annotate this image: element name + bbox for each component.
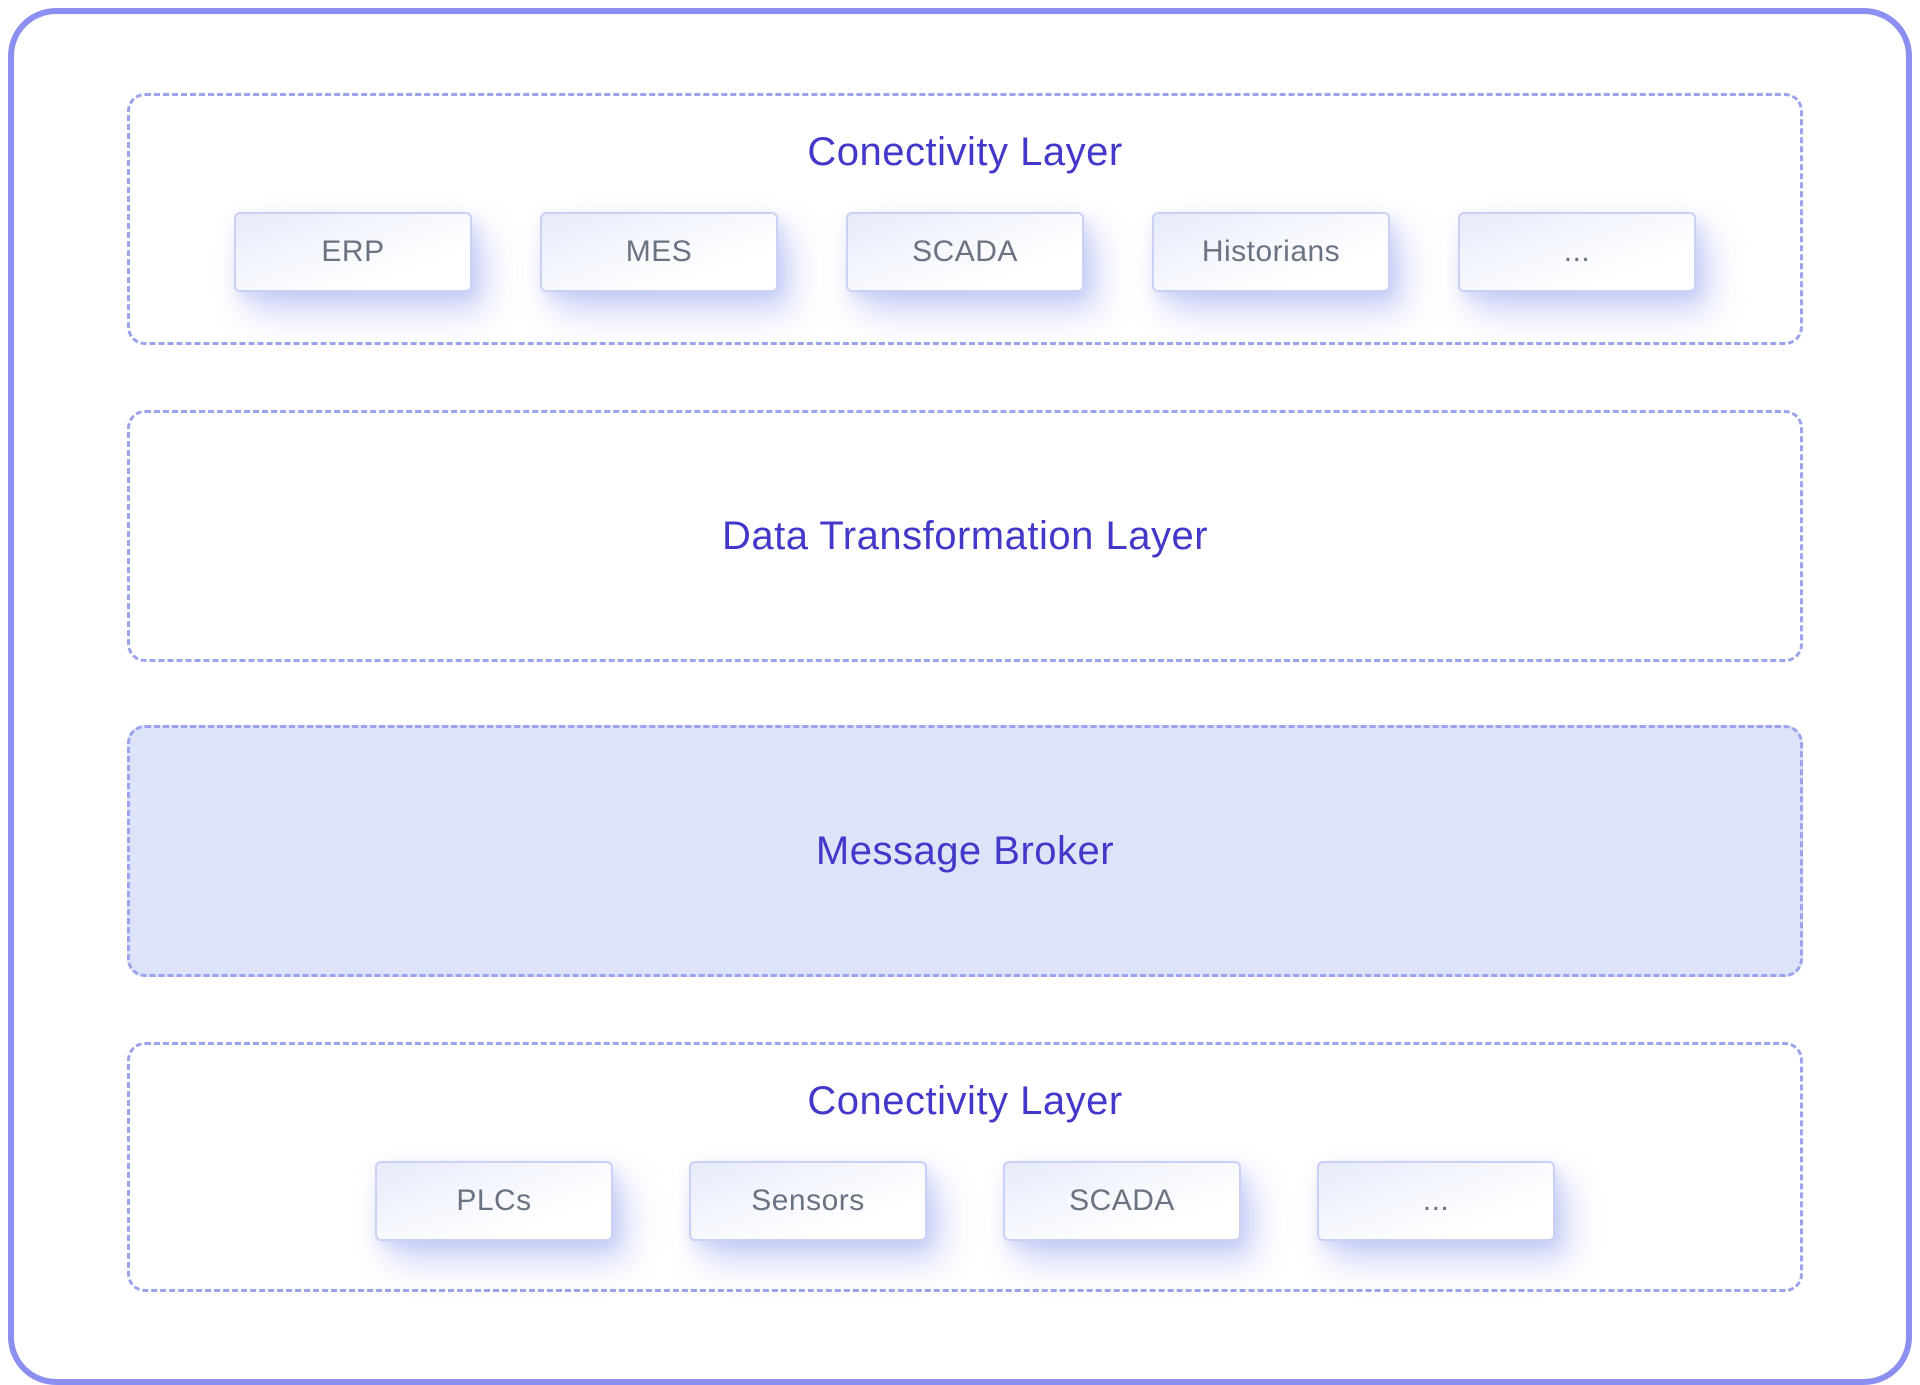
section-data-transformation: Data Transformation Layer <box>127 410 1803 662</box>
node-ellipsis-bottom-label: ... <box>1422 1184 1450 1217</box>
node-plcs-label: PLCs <box>456 1184 532 1217</box>
node-mes: MES <box>540 212 778 292</box>
section-message-broker: Message Broker <box>127 725 1803 977</box>
section-connectivity-top: Conectivity Layer ERP MES SCADA Historia… <box>127 93 1803 345</box>
node-erp: ERP <box>234 212 472 292</box>
section-title-data-transformation: Data Transformation Layer <box>721 514 1209 558</box>
section-title-connectivity-bottom: Conectivity Layer <box>807 1079 1123 1123</box>
node-sensors-label: Sensors <box>751 1184 865 1217</box>
node-scada-bottom-label: SCADA <box>1069 1184 1175 1217</box>
node-scada-top-label: SCADA <box>912 235 1018 268</box>
node-ellipsis-bottom: ... <box>1317 1161 1555 1241</box>
node-ellipsis-top: ... <box>1458 212 1696 292</box>
node-plcs: PLCs <box>375 1161 613 1241</box>
connectivity-top-box-row: ERP MES SCADA Historians ... <box>234 212 1696 292</box>
node-erp-label: ERP <box>321 235 385 268</box>
node-sensors: Sensors <box>689 1161 927 1241</box>
node-historians-label: Historians <box>1201 235 1341 268</box>
section-title-connectivity-top: Conectivity Layer <box>807 130 1123 174</box>
diagram-outer-frame <box>8 8 1912 1385</box>
connectivity-bottom-box-row: PLCs Sensors SCADA ... <box>375 1161 1555 1241</box>
node-mes-label: MES <box>625 235 693 268</box>
section-title-message-broker: Message Broker <box>815 829 1115 873</box>
node-ellipsis-top-label: ... <box>1563 235 1591 268</box>
section-connectivity-bottom: Conectivity Layer PLCs Sensors SCADA ... <box>127 1042 1803 1292</box>
node-scada-bottom: SCADA <box>1003 1161 1241 1241</box>
node-historians: Historians <box>1152 212 1390 292</box>
node-scada-top: SCADA <box>846 212 1084 292</box>
